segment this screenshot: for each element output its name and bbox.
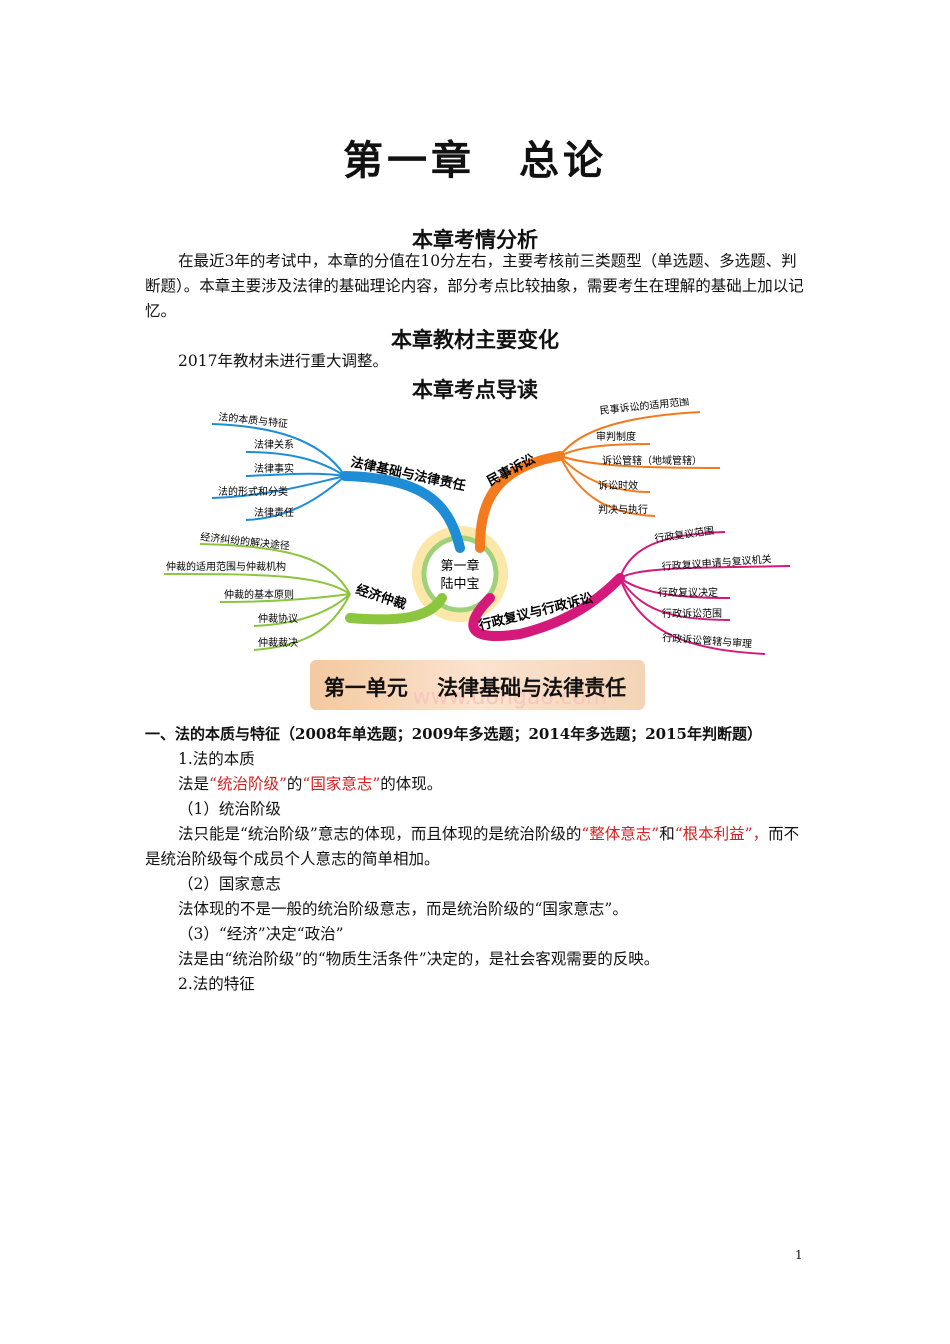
unit-banner: www.dongao.com: [310, 660, 645, 710]
arbitration-item-3: 仲裁的基本原则: [224, 588, 294, 601]
ruling-class-heading: （1）统治阶级: [178, 800, 281, 818]
arbitration-item-2: 仲裁的适用范围与仲裁机构: [166, 560, 286, 573]
law-basics-branch: [340, 471, 465, 553]
law-basics-item-4: 法的形式和分类: [218, 485, 288, 498]
essence-statement: 法是“统治阶级”的“国家意志”的体现。: [178, 775, 443, 793]
civil-item-2: 审判制度: [596, 430, 636, 443]
changes-body: 2017年教材未进行重大调整。: [178, 352, 388, 370]
ruling-class-body: 法只能是“统治阶级”意志的体现，而且体现的是统治阶级的“整体意志”和“根本利益”…: [145, 825, 800, 868]
law-basics-item-2: 法律关系: [254, 438, 294, 451]
banner-watermark: www.dongao.com: [413, 685, 608, 710]
economy-body: 法是由“统治阶级”的“物质生活条件”决定的，是社会客观需要的反映。: [178, 950, 660, 968]
chapter-title: 第一章总论: [343, 137, 607, 184]
admin-item-3: 行政复议决定: [658, 586, 718, 599]
arbitration-item-1: 经济纠纷的解决途径: [200, 530, 291, 552]
analysis-body: 在最近3年的考试中，本章的分值在10分左右，主要考核前三类题型（单选题、多选题、…: [145, 252, 804, 320]
page-number: 1: [795, 1248, 803, 1262]
banner-background: [310, 660, 645, 710]
admin-branch: [468, 573, 625, 641]
law-basics-item-5: 法律责任: [254, 506, 294, 519]
essence-heading: 1.法的本质: [178, 750, 255, 768]
civil-label: 民事诉讼: [484, 451, 537, 490]
law-basics-item-3: 法律事实: [254, 462, 294, 475]
arbitration-item-5: 仲裁裁决: [258, 636, 298, 649]
unit-title: 第一单元 法律基础与法律责任: [323, 676, 627, 700]
civil-item-4: 诉讼时效: [598, 479, 638, 492]
admin-item-4: 行政诉讼范围: [662, 607, 722, 620]
civil-branch: [475, 451, 565, 553]
arbitration-branch: [345, 593, 447, 625]
admin-item-2: 行政复议申请与复议机关: [661, 552, 772, 573]
arbitration-label: 经济仲裁: [354, 582, 408, 613]
center-line2: 陆中宝: [440, 576, 479, 592]
analysis-heading: 本章考情分析: [412, 228, 538, 252]
state-will-body: 法体现的不是一般的统治阶级意志，而是统治阶级的“国家意志”。: [178, 900, 628, 918]
mind-map: 第一章 陆中宝 法律基础与法律责任 法的本质与特征 法律关系 法律事实 法的形式…: [163, 398, 791, 655]
civil-item-5: 判决与执行: [598, 503, 648, 516]
changes-heading: 本章教材主要变化: [391, 328, 559, 352]
state-will-heading: （2）国家意志: [178, 875, 281, 893]
admin-item-1: 行政复议范围: [654, 524, 715, 545]
center-line1: 第一章: [440, 558, 479, 574]
civil-item-3: 诉讼管辖（地域管辖）: [602, 454, 702, 467]
characteristics-heading: 2.法的特征: [178, 975, 255, 993]
arbitration-item-4: 仲裁协议: [258, 612, 298, 625]
section1-heading: 一、法的本质与特征（2008年单选题；2009年多选题；2014年多选题；201…: [145, 725, 762, 743]
economy-heading: （3）“经济”决定“政治”: [178, 925, 344, 943]
guide-heading: 本章考点导读: [412, 378, 538, 402]
